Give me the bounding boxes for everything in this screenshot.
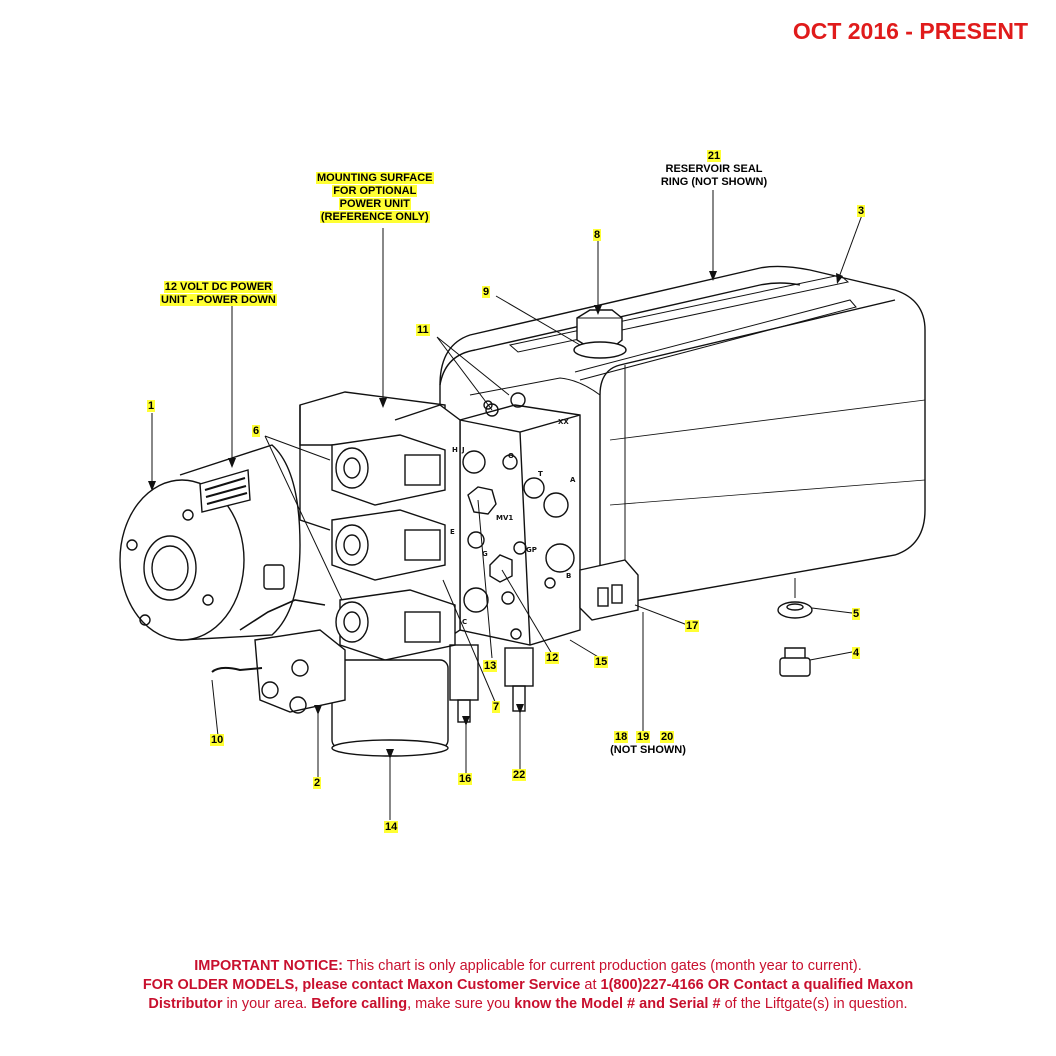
seal-ring: [777, 601, 813, 619]
solenoids: [331, 434, 456, 661]
callout-4: 4: [852, 647, 861, 659]
port-label-j: J: [461, 446, 465, 454]
leader-lines: [151, 190, 863, 820]
plug: [779, 647, 811, 677]
callout-9: 9: [482, 286, 491, 298]
callout-5: 5: [852, 608, 861, 620]
port-label-a: A: [570, 476, 576, 484]
reservoir-seal-label: 21 RESERVOIR SEAL RING (NOT SHOWN): [660, 150, 768, 188]
important-notice: IMPORTANT NOTICE: This chart is only app…: [142, 958, 914, 1012]
callout-18: 18: [614, 731, 629, 743]
port-label-g: G: [482, 550, 488, 558]
starter-solenoid: [211, 599, 346, 714]
mounting-surface-label: MOUNTING SURFACE FOR OPTIONAL POWER UNIT…: [316, 172, 434, 223]
callout-15: 15: [594, 656, 609, 668]
port-label-h: H: [452, 446, 458, 454]
callout-11: 11: [416, 324, 430, 336]
not-shown-label: (NOT SHOWN): [610, 744, 686, 756]
callout-13: 13: [483, 660, 498, 672]
callout-17: 17: [685, 620, 700, 632]
port-label-gp: GP: [526, 546, 537, 554]
leader-arrowheads: [148, 271, 843, 759]
port-label-o: O: [508, 452, 514, 460]
port-label-mv1: MV1: [496, 514, 513, 522]
date-range-title: OCT 2016 - PRESENT: [792, 18, 1028, 44]
callout-16: 16: [458, 773, 473, 785]
filler-cap: [573, 309, 627, 359]
callout-19: 19: [636, 731, 651, 743]
callout-7: 7: [492, 701, 501, 713]
callout-2: 2: [313, 777, 322, 789]
callout-12: 12: [545, 652, 560, 664]
callout-14: 14: [384, 821, 399, 833]
port-label-t: T: [538, 470, 543, 478]
port-label-c: C: [462, 618, 467, 626]
power-unit-label: 12 VOLT DC POWER UNIT - POWER DOWN: [160, 281, 277, 306]
port-label-e: E: [450, 528, 455, 536]
callout-3: 3: [857, 205, 866, 217]
port-label-xx: XX: [558, 418, 569, 426]
callout-22: 22: [512, 769, 527, 781]
callout-20: 20: [660, 731, 675, 743]
callout-6: 6: [252, 425, 261, 437]
motor: [119, 444, 301, 641]
callout-8: 8: [593, 229, 602, 241]
callout-1: 1: [147, 400, 156, 412]
electrical-connector: [579, 559, 639, 621]
port-label-b: B: [566, 572, 571, 580]
pump-cylinder: [331, 659, 449, 757]
callout-10: 10: [210, 734, 225, 746]
